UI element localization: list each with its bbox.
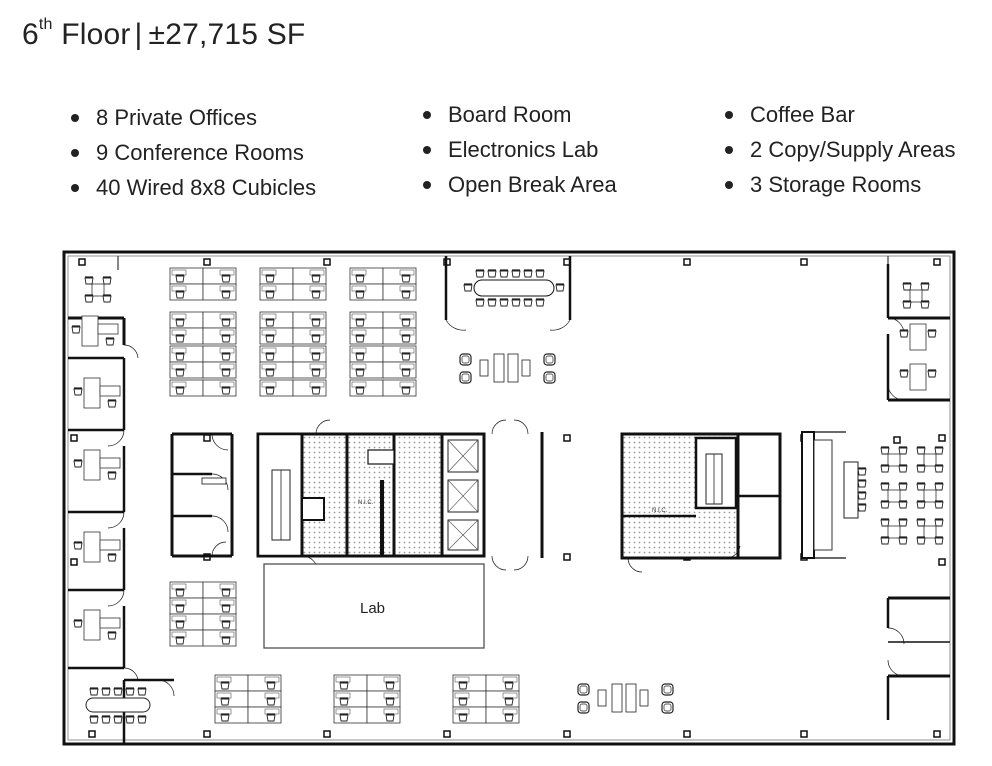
- cubicle-cluster-1: [170, 268, 236, 396]
- building-core-right: N.I.C.: [620, 432, 782, 573]
- right-private-offices: [886, 264, 950, 720]
- right-office-furniture: [887, 256, 937, 391]
- building-core-left: N.I.C.: [256, 419, 486, 573]
- board-room: [444, 256, 572, 331]
- conference-table-bottom-left: [85, 687, 151, 724]
- floor-plan: N.I.C. Lab N.I.C.: [62, 250, 956, 746]
- amenity-item: Electronics Lab: [420, 132, 617, 167]
- amenity-item: 2 Copy/Supply Areas: [722, 132, 955, 167]
- title-separator: |: [134, 18, 143, 51]
- floor-area: ±27,715 SF: [148, 18, 306, 51]
- coffee-bar: [801, 431, 867, 559]
- storage-rooms: [170, 432, 234, 558]
- break-area-tables: [881, 447, 943, 544]
- cubicle-cluster-4: [170, 582, 236, 646]
- building-perimeter: [62, 250, 956, 746]
- floor-word: Floor: [61, 18, 131, 51]
- amenity-item: 3 Storage Rooms: [722, 167, 955, 202]
- amenity-item: 9 Conference Rooms: [68, 135, 316, 170]
- amenity-item: Coffee Bar: [722, 97, 955, 132]
- elevator-lobby: [491, 419, 544, 571]
- floor-suffix: th: [38, 16, 53, 33]
- lounge-seating-top: [459, 353, 556, 384]
- lounge-seating-bottom: [577, 683, 674, 714]
- nic-label-left: N.I.C.: [358, 500, 374, 506]
- office-furniture: [72, 277, 120, 640]
- amenities-column-2: Board Room Electronics Lab Open Break Ar…: [420, 97, 617, 202]
- amenity-item: Board Room: [420, 97, 617, 132]
- amenities-column-3: Coffee Bar 2 Copy/Supply Areas 3 Storage…: [722, 97, 955, 202]
- cubicle-cluster-2: [260, 268, 326, 396]
- left-private-offices: [68, 256, 175, 744]
- cubicle-cluster-bottom: [215, 675, 519, 723]
- amenities-column-1: 8 Private Offices 9 Conference Rooms 40 …: [68, 100, 316, 205]
- amenity-item: Open Break Area: [420, 167, 617, 202]
- floor-number: 6: [22, 18, 39, 51]
- page-title: 6th Floor|±27,715 SF: [22, 16, 306, 52]
- cubicle-cluster-3: [350, 268, 416, 396]
- amenity-item: 40 Wired 8x8 Cubicles: [68, 170, 316, 205]
- lab-room: Lab: [263, 563, 485, 649]
- nic-label-right: N.I.C.: [652, 508, 668, 514]
- lab-label: Lab: [360, 600, 385, 617]
- amenity-item: 8 Private Offices: [68, 100, 316, 135]
